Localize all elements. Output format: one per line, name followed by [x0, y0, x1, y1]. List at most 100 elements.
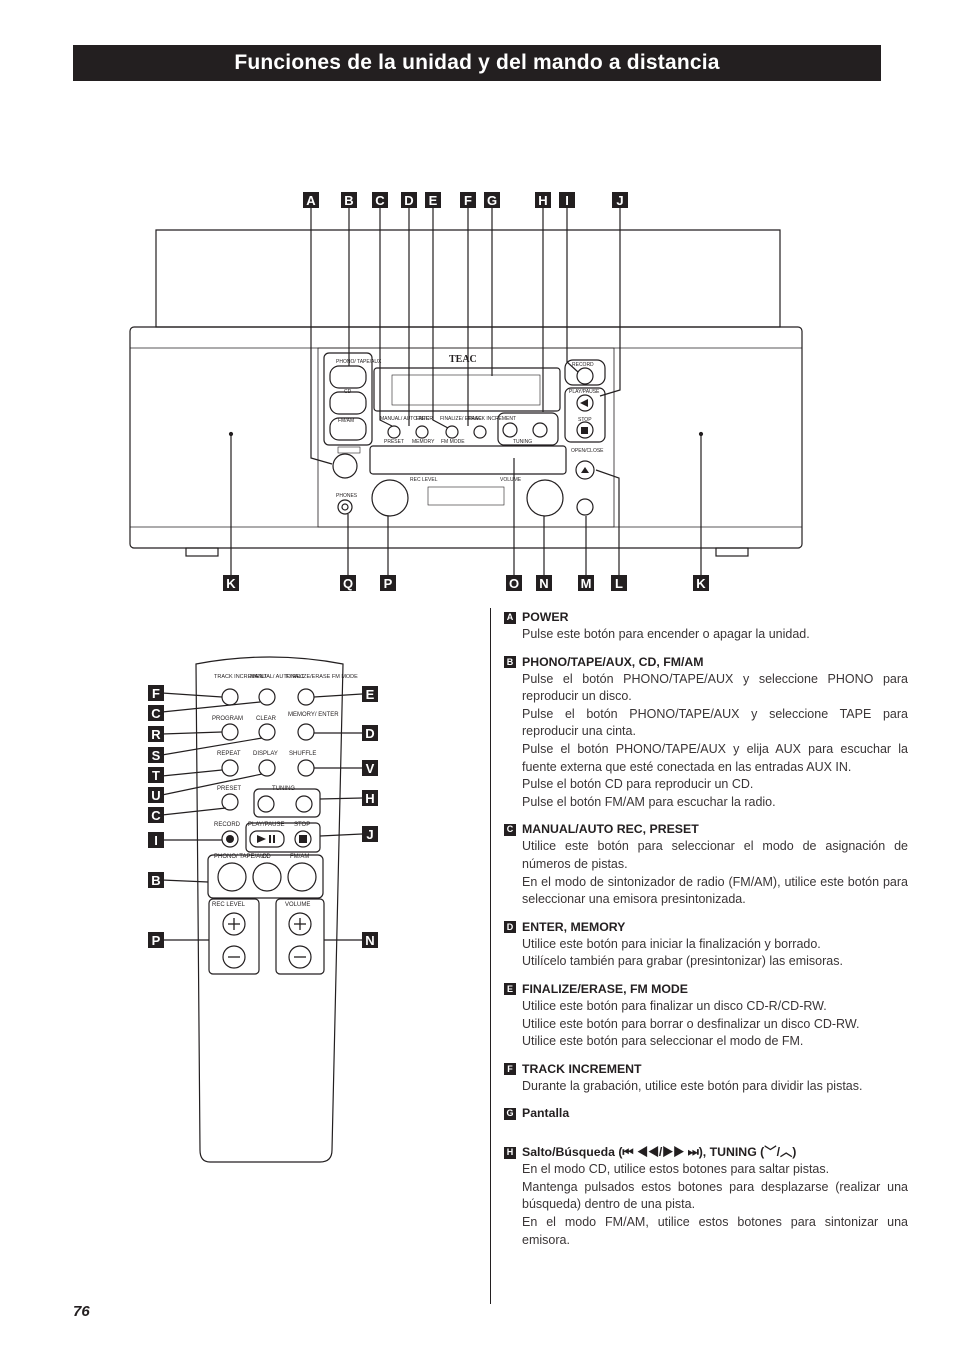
entry-paragraph: En el modo FM/AM, utilice estos botones … [522, 1215, 908, 1247]
remote-callout-p: P [148, 932, 164, 948]
remote-callout-v: V [362, 760, 378, 776]
unit-manual-label: MANUAL/ AUTO REC [380, 416, 429, 422]
remote-callout-t: T [148, 767, 164, 783]
entry-key: H [504, 1146, 516, 1159]
unit-stop-label: STOP [578, 417, 592, 423]
remote-playpause-label: PLAY/PAUSE [248, 822, 284, 828]
remote-tuning-label: TUNING [272, 786, 295, 792]
teac-logo: TEAC [449, 354, 477, 365]
entry-title: FINALIZE/ERASE, FM MODE [522, 981, 689, 996]
entry-heading: B PHONO/TAPE/AUX, CD, FM/AM [504, 654, 908, 671]
entry-body: Pulse este botón para encender o apagar … [522, 626, 908, 644]
entry-body: Utilice este botón para finalizar un dis… [522, 998, 908, 1051]
entry-b: B PHONO/TAPE/AUX, CD, FM/AM Pulse el botón… [504, 654, 908, 812]
remote-display-label: DISPLAY [253, 751, 278, 757]
entry-paragraph: Pulse el botón PHONO/TAPE/AUX y elija AU… [522, 741, 908, 774]
entry-paragraph: Pulse este botón para encender o apagar … [522, 627, 810, 641]
remote-callout-u: U [148, 787, 164, 803]
unit-reclevel-label: REC LEVEL [410, 477, 438, 483]
remote-fmam-label: FM/AM [290, 854, 309, 860]
unit-memory-label: MEMORY [412, 439, 435, 445]
entry-title: Salto/Búsqueda (⏮ ◀◀/▶▶ ⏭), TUNING (﹀/︿) [522, 1145, 797, 1160]
entry-g: G Pantalla [504, 1105, 908, 1122]
unit-fmam-label: FM/AM [338, 418, 354, 424]
entry-paragraph: Utilice este botón para finalizar un dis… [522, 998, 827, 1013]
remote-callout-c: C [148, 705, 164, 721]
callout-k-right: K [693, 575, 709, 591]
entry-e: E FINALIZE/ERASE, FM MODE Utilice este bot… [504, 981, 908, 1051]
unit-playpause-label: PLAY/PAUSE [569, 389, 600, 395]
remote-manual-label: MANUAL/ AUTO REC [250, 674, 304, 680]
callout-g: G [484, 192, 500, 208]
remote-cd-label: CD [262, 854, 271, 860]
unit-diagram: PHONO/ TAPE/AUX CD FM/AM MANUAL/ AUTO RE… [129, 208, 803, 576]
entry-body: Durante la grabación, utilice este botón… [522, 1078, 908, 1096]
entry-body: Utilice este botón para iniciar la final… [522, 936, 908, 971]
remote-memory-label: MEMORY/ ENTER [288, 712, 339, 718]
remote-clear-label: CLEAR [256, 716, 277, 722]
remote-callout-b: B [148, 872, 164, 888]
callout-l: L [611, 575, 627, 591]
column-divider [490, 608, 491, 1304]
remote-reclevel-label: REC LEVEL [212, 902, 246, 908]
callout-j: J [612, 192, 628, 208]
unit-phones-label: PHONES [336, 493, 358, 499]
entry-heading: H Salto/Búsqueda (⏮ ◀◀/▶▶ ⏭), TUNING (﹀/︿… [504, 1144, 908, 1161]
entry-title: ENTER, MEMORY [522, 919, 626, 934]
remote-callout-j: J [362, 826, 378, 842]
entry-paragraph: Utilice este botón para seleccionar el m… [522, 1034, 804, 1049]
entry-key: F [504, 1063, 516, 1076]
remote-shuffle-label: SHUFFLE [289, 751, 316, 757]
unit-tuning-label: TUNING [513, 439, 532, 445]
entry-title: Pantalla [522, 1106, 570, 1121]
entry-paragraph: Durante la grabación, utilice este botón… [522, 1078, 863, 1093]
unit-cd-label: CD [344, 389, 352, 395]
remote-program-label: PROGRAM [212, 716, 243, 722]
remote-callout-r: R [148, 726, 164, 742]
entry-title: MANUAL/AUTO REC, PRESET [522, 822, 699, 837]
unit-openclose-label: OPEN/CLOSE [571, 448, 604, 454]
entry-body: En el modo CD, utilice estos botones par… [522, 1161, 908, 1249]
remote-phono-label: PHONO/ TAPE/AUX [214, 854, 268, 860]
remote-callout-n: N [362, 932, 378, 948]
remote-repeat-label: REPEAT [217, 751, 241, 757]
entry-paragraph: Pulse el botón FM/AM para escuchar la ra… [522, 794, 776, 809]
callout-f: F [460, 192, 476, 208]
remote-callout-i: I [148, 832, 164, 848]
entry-key: G [504, 1107, 516, 1120]
callout-m: M [578, 575, 594, 591]
remote-finalize-label: FINALIZE/ERASE FM MODE [286, 674, 358, 680]
callout-p: P [380, 575, 396, 591]
callout-d: D [401, 192, 417, 208]
entry-paragraph: Utilice este botón para iniciar la final… [522, 936, 821, 951]
callout-h: H [535, 192, 551, 208]
entry-paragraph: Utilícelo también para grabar (presinton… [522, 954, 843, 969]
callout-q: Q [340, 575, 356, 591]
entry-key: D [504, 921, 516, 934]
entry-paragraph: Pulse el botón CD para reproducir un CD. [522, 777, 754, 792]
callout-b: B [341, 192, 357, 208]
remote-record-label: RECORD [214, 822, 241, 828]
entry-heading: G Pantalla [504, 1105, 908, 1122]
remote-stop-label: STOP [294, 822, 310, 828]
entry-paragraph: Pulse el botón PHONO/TAPE/AUX y seleccio… [522, 671, 908, 704]
callout-n: N [536, 575, 552, 591]
unit-track-label: TRACK INCREMENT [468, 416, 516, 422]
entry-title: PHONO/TAPE/AUX, CD, FM/AM [522, 654, 704, 669]
entry-key: E [504, 983, 516, 996]
entry-key: A [504, 611, 516, 624]
remote-callout-s: S [148, 747, 164, 763]
entry-paragraph: Utilice este botón para borrar o desfina… [522, 1016, 860, 1031]
entry-key: B [504, 656, 516, 669]
remote-track-label: TRACK INCREMENT [214, 674, 268, 680]
entry-heading: E FINALIZE/ERASE, FM MODE [504, 981, 908, 998]
remote-callout-d: D [362, 725, 378, 741]
entry-paragraph: En el modo CD, utilice estos botones par… [522, 1162, 830, 1177]
